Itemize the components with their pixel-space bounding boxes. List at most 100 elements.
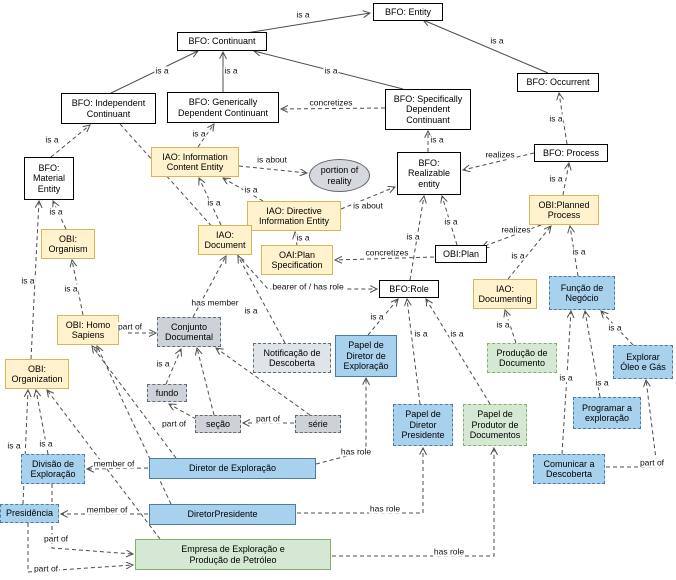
node-programar-a-exploracao: Programar a exploração [573, 397, 641, 429]
node-bfo-generically-dependent-continuant: BFO: Generically Dependent Continuant [167, 92, 279, 123]
node-iao-information-content-entity: IAO: Information Content Entity [151, 147, 239, 177]
edge-label-planned-process-realizes-plan: realizes [500, 224, 532, 235]
edge-secao-isa-conjunto-documental [197, 348, 215, 416]
node-papel-de-diretor-de-exploracao: Papel de Diretor de Exploração [335, 335, 397, 377]
node-serie: série [295, 415, 341, 433]
edge-label-plan-isa-realizable-entity: is a [443, 216, 459, 227]
edge-label-continuant-isa-entity: is a [295, 9, 311, 20]
edge-label-programar-exploracao-isa-funcao-negocio: is a [594, 377, 610, 388]
edge-label-comunicar-descoberta-part-of-explorar: part of [638, 457, 666, 468]
edge-label-independent-continuant-bearer-of-has-role: bearer of / has role [271, 281, 345, 292]
edge-label-empresa-has-role-papel-produtor: has role [432, 546, 466, 557]
edge-label-process-isa-occurrent: is a [548, 113, 564, 124]
node-oai-plan-specification: OAI:Plan Specification [261, 245, 333, 275]
edge-label-generically-dependent-isa-continuant: is a [223, 65, 239, 76]
edge-label-notificacao-isa-document: is a [243, 305, 259, 316]
node-iao-document: IAO: Document [198, 225, 252, 255]
edge-label-comunicar-descoberta-isa-funcao-negocio: is a [558, 372, 574, 383]
node-bfo-independent-continuant: BFO: Independent Continuant [61, 93, 156, 124]
edge-label-papel-diretor-presidente-isa-role: is a [413, 328, 429, 339]
edge-specifically-dependent-concretizes-generically-dependent [281, 108, 386, 109]
node-papel-de-produtor-de-documentos: Papel de Produtor de Documentos [463, 404, 527, 446]
edge-label-material-entity-isa-independent-continuant: is a [44, 134, 60, 145]
edge-label-document-isa-information-content-entity: is a [206, 197, 222, 208]
edge-label-conjunto-documental-has-member-document: has member [190, 297, 240, 308]
node-diretor-de-exploracao: Diretor de Exploração [149, 458, 316, 479]
edge-label-information-content-entity-is-about-portion-of-reality: is about [256, 154, 288, 165]
node-bfo-entity: BFO: Entity [373, 3, 443, 21]
edge-label-specifically-dependent-isa-continuant: is a [323, 65, 339, 76]
node-bfo-continuant: BFO: Continuant [177, 32, 267, 51]
node-obi-planned-process: OBI:Planned Process [529, 195, 599, 225]
edge-label-specifically-dependent-concretizes-generically-dependent: concretizes [308, 97, 354, 108]
edge-notificacao-isa-document [238, 256, 286, 344]
node-funcao-de-negocio: Função de Negócio [549, 276, 615, 310]
edge-papel-diretor-presidente-isa-role [407, 299, 421, 405]
edge-conjunto-documental-has-member-document [192, 256, 226, 318]
edge-serie-isa-conjunto-documental [216, 348, 311, 416]
edge-presidencia-part-of-empresa [27, 523, 133, 573]
node-fundo: fundo [147, 384, 187, 402]
edge-label-organism-isa-material-entity: is a [48, 206, 64, 217]
edge-label-plan-specification-isa-directive-information-entity: is a [295, 232, 311, 243]
node-bfo-specifically-dependent-continuant: BFO: Specifically Dependent Continuant [385, 89, 471, 130]
node-papel-de-diretor-presidente: Papel de Diretor Presidente [393, 404, 453, 446]
edge-directive-information-entity-isa-information-content-entity [223, 178, 264, 202]
edge-label-secao-part-of-fundo: part of [160, 418, 188, 429]
edge-label-independent-continuant-isa-continuant: is a [154, 65, 170, 76]
node-explorar-oleo-e-gas: Explorar Óleo e Gás [613, 345, 673, 379]
edge-label-diretor-exploracao-member-of-divisao: member of [92, 458, 136, 469]
node-bfo-role: BFO:Role [379, 280, 439, 298]
node-obi-homo-sapiens: OBI: Homo Sapiens [57, 315, 119, 345]
edge-label-process-realizes-realizable-entity: realizes [484, 149, 516, 160]
node-divisao-de-exploracao: Divisão de Exploração [21, 454, 85, 484]
node-presidencia: Presidência [0, 504, 59, 523]
node-obi-organism: OBI: Organism [41, 229, 95, 259]
edge-plan-isa-realizable-entity [442, 196, 458, 246]
edge-label-funcao-negocio-isa-planned-process: is a [571, 246, 587, 257]
node-notificacao-de-descoberta: Notificação de Descoberta [253, 343, 331, 373]
edge-plan-concretizes-plan-specification [335, 257, 435, 260]
edge-label-diretor-presidente-member-of-presidencia: member of [85, 504, 129, 515]
edge-label-explorar-oleo-gas-isa-funcao-negocio: is a [607, 322, 623, 333]
edge-secao-part-of-fundo [169, 404, 197, 420]
edge-label-information-content-entity-isa-generically-dependent: is a [191, 128, 207, 139]
edge-label-role-isa-realizable-entity: is a [405, 231, 421, 242]
edge-label-papel-produtor-documentos-isa-role: is a [449, 328, 465, 339]
edge-label-fundo-isa-conjunto-documental: is a [155, 358, 171, 369]
edge-occurrent-isa-entity [423, 20, 549, 74]
node-bfo-realizable-entity: BFO: Realizable entity [397, 152, 461, 195]
edge-directive-information-entity-is-about-realizable-entity [340, 187, 395, 210]
edge-documenting-isa-planned-process [507, 226, 551, 280]
edge-label-realizable-entity-isa-specifically-dependent: is a [429, 134, 445, 145]
node-empresa-de-exploracao-e-producao-de-petroleo: Empresa de Exploração e Produção de Petr… [135, 539, 331, 570]
edge-label-diretor-presidente-has-role-papel: has role [368, 503, 402, 514]
node-obi-plan: OBI:Plan [435, 245, 487, 263]
edge-label-producao-documento-isa-documenting: is a [495, 319, 511, 330]
edge-planned-process-isa-process [562, 163, 569, 196]
edge-diretor-presidente-has-role-papel [297, 448, 423, 514]
edge-plan-specification-isa-directive-information-entity [295, 232, 297, 246]
edge-label-presidencia-isa-organization: is a [6, 440, 22, 451]
node-comunicar-a-descoberta: Comunicar a Descoberta [533, 454, 605, 484]
node-secao: seção [195, 415, 241, 433]
edge-label-homo-sapiens-isa-organism: is a [63, 283, 79, 294]
edge-label-documenting-isa-planned-process: is a [510, 250, 526, 261]
node-diretor-presidente: DiretorPresidente [149, 504, 296, 525]
edge-label-planned-process-isa-process: is a [548, 173, 564, 184]
edge-label-directive-information-entity-is-about-realizable-entity: is about [352, 200, 384, 211]
edge-label-divisao-isa-organization: is a [38, 438, 54, 449]
edge-fundo-isa-conjunto-documental [165, 349, 181, 385]
edge-label-papel-diretor-exploracao-isa-role: is a [369, 311, 385, 322]
edge-continuant-isa-entity [245, 13, 370, 34]
edge-papel-produtor-documentos-isa-role [426, 299, 491, 405]
edge-process-realizes-realizable-entity [463, 152, 535, 170]
edge-label-presidencia-part-of-empresa: part of [32, 563, 60, 574]
edge-label-plan-concretizes-plan-specification: concretizes [364, 247, 410, 258]
node-producao-de-documento: Produção de Documento [487, 343, 557, 373]
edge-diretor-presidente-isa-homo-sapiens [97, 346, 172, 505]
edge-empresa-has-role-papel-produtor [332, 448, 494, 557]
node-bfo-material-entity: BFO: Material Entity [24, 157, 74, 200]
edge-label-occurrent-isa-entity: is a [489, 35, 505, 46]
